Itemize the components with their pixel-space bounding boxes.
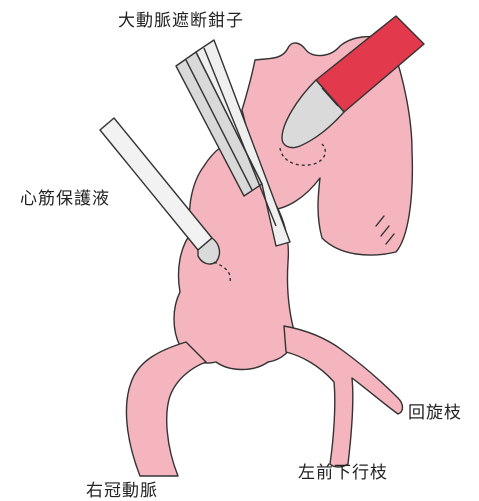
label-lad: 左前下行枝 (298, 458, 388, 483)
label-circumflex: 回旋枝 (408, 398, 462, 423)
right-coronary-artery (126, 342, 206, 476)
label-cardioplegia: 心筋保護液 (20, 184, 110, 209)
left-main-artery (284, 326, 403, 467)
label-aortic-clamp: 大動脈遮断鉗子 (118, 6, 244, 31)
label-rca: 右冠動脈 (86, 476, 158, 501)
